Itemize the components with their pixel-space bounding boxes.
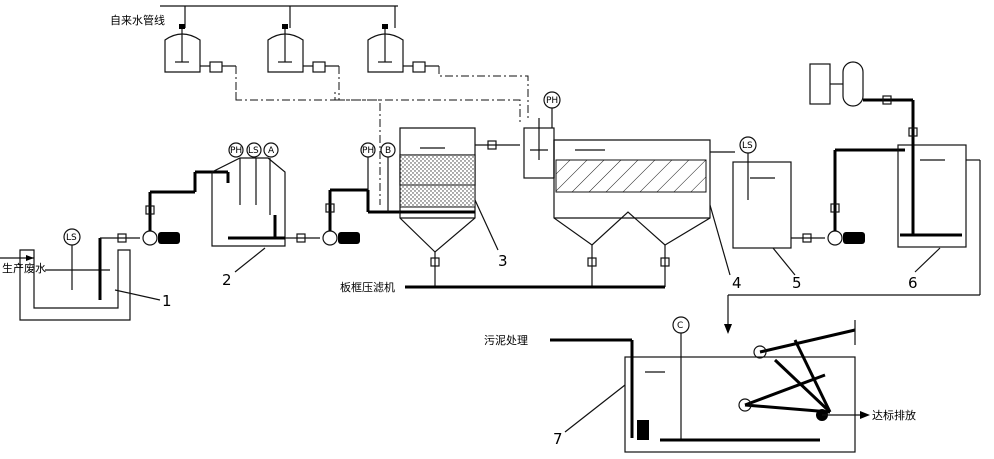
sludge-treatment-label: 污泥处理 — [484, 334, 528, 347]
pump-1 — [100, 170, 230, 246]
svg-text:PH: PH — [362, 146, 374, 156]
filter-press-label: 板框压滤机 — [340, 280, 395, 294]
tap-water-line-label: 自来水管线 — [110, 13, 165, 27]
number-6: 6 — [908, 274, 918, 292]
discharge-tank-7: C 达标排放 污泥处理 — [484, 316, 916, 453]
regulating-tank-2: PH LS A — [211, 142, 286, 247]
svg-text:LS: LS — [248, 146, 259, 156]
svg-text:PH: PH — [230, 146, 242, 156]
tap-water-header: 自来水管线 — [110, 5, 398, 28]
settling-tank-4: PH — [523, 91, 735, 287]
number-1: 1 — [162, 292, 172, 310]
intermediate-tank-5: LS — [732, 136, 825, 249]
leader-lines — [114, 199, 941, 433]
collection-tank-1: LS 生产废水 — [0, 228, 131, 321]
svg-text:C: C — [677, 321, 683, 331]
reaction-tank-3: PH B — [360, 127, 520, 287]
svg-text:LS: LS — [742, 141, 753, 151]
number-3: 3 — [498, 252, 508, 270]
aeration-tank-6 — [724, 100, 981, 334]
number-7: 7 — [553, 430, 563, 448]
svg-text:PH: PH — [546, 96, 558, 106]
dosing-lines — [235, 66, 529, 205]
number-5: 5 — [792, 274, 802, 292]
dosing-tank-1 — [164, 24, 236, 73]
discharge-label: 达标排放 — [872, 408, 916, 422]
svg-text:LS: LS — [66, 233, 77, 243]
svg-text:A: A — [268, 146, 275, 156]
equipment-numbers: 1 2 3 4 5 6 7 — [162, 252, 918, 448]
number-4: 4 — [732, 274, 742, 292]
dosing-tank-2 — [267, 24, 339, 73]
pump-2 — [285, 188, 400, 246]
svg-text:B: B — [385, 146, 391, 156]
sludge-line: 板框压滤机 — [340, 280, 665, 294]
blower — [809, 61, 913, 107]
dosing-tank-3 — [367, 24, 439, 73]
production-wastewater-label: 生产废水 — [2, 261, 46, 275]
pump-3 — [827, 148, 905, 246]
number-2: 2 — [222, 271, 232, 289]
